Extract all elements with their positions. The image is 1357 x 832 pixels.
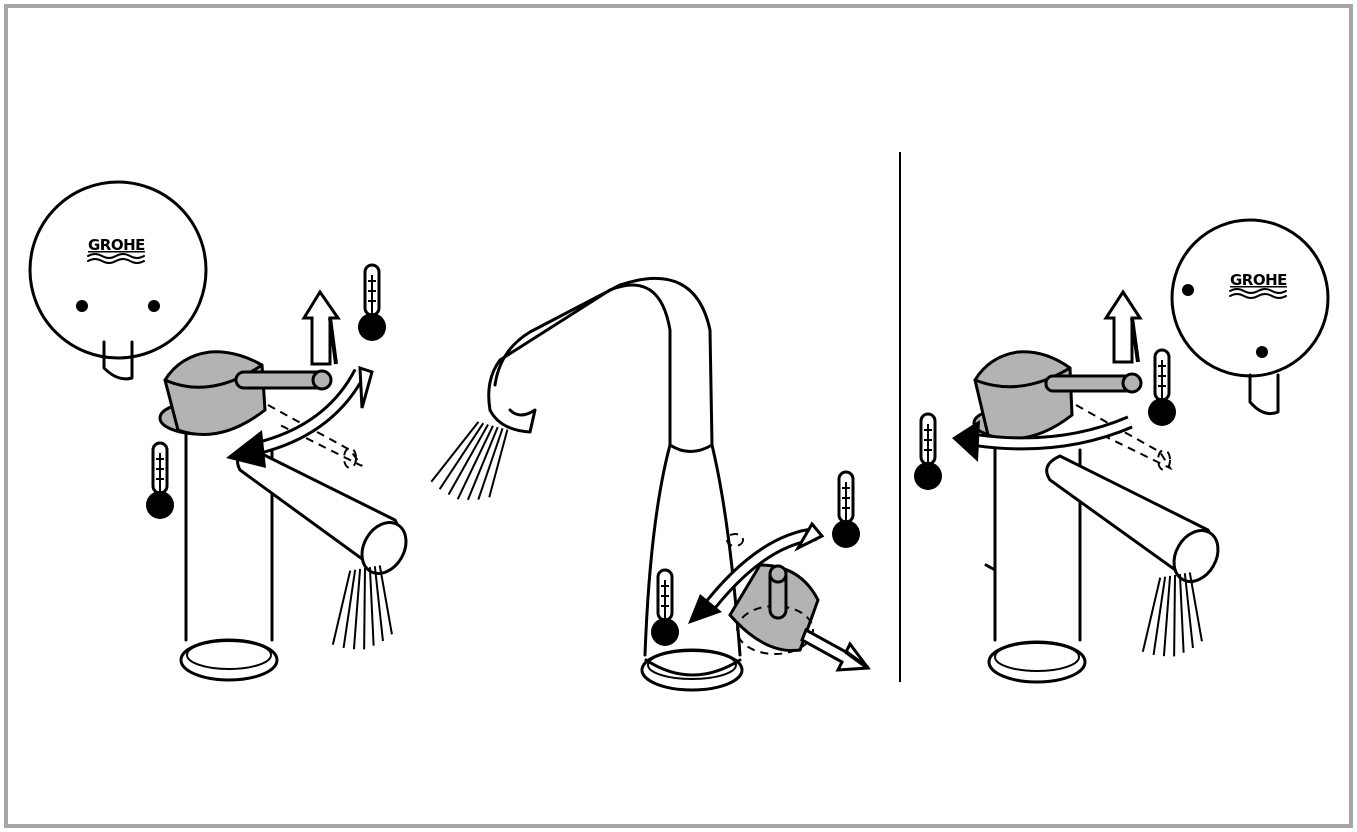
panel-right: GROHE [914,220,1328,682]
arrow-pull-icon [802,630,868,670]
thermometer-cold-icon [651,570,679,646]
panel-left: GROHE [30,182,415,680]
arrow-up-icon [1106,292,1140,362]
panel-middle [429,278,868,690]
thermometer-hot-icon [358,265,386,341]
thermometer-cold-icon [146,443,174,519]
faucet-right [986,440,1227,682]
product-disc-right: GROHE [1172,220,1328,414]
faucet-left [181,430,415,680]
thermometer-cold-icon [914,414,942,490]
lever-handle-right [974,352,1170,470]
brand-logo-right: GROHE [1230,271,1287,289]
brand-logo-left: GROHE [88,236,145,254]
thermometer-hot-icon [832,472,860,548]
faucet-middle [429,278,742,690]
product-disc-left: GROHE [30,182,206,379]
arrow-up-icon [304,292,338,364]
thermometer-hot-icon [1148,350,1176,426]
